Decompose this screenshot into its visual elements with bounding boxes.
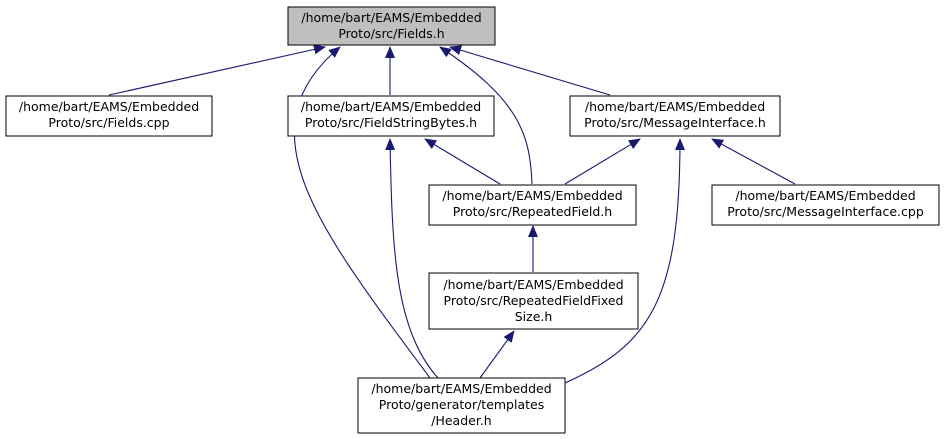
node-label-line: /home/bart/EAMS/Embedded <box>301 99 481 114</box>
edge-repeatedfield-to-messageinterface-h <box>564 138 641 185</box>
node-label-line: /home/bart/EAMS/Embedded <box>19 99 199 114</box>
node-label-line: Size.h <box>515 309 553 324</box>
node-label-line: Proto/src/Fields.cpp <box>48 115 169 130</box>
node-fields-cpp[interactable]: /home/bart/EAMS/Embedded Proto/src/Field… <box>5 95 213 137</box>
node-label-line: Proto/src/RepeatedField.h <box>453 204 612 219</box>
node-label-line: Proto/src/FieldStringBytes.h <box>305 115 477 130</box>
edge-header-h-to-messageinterface-h <box>564 138 685 384</box>
node-fieldstringbytes-h[interactable]: /home/bart/EAMS/Embedded Proto/src/Field… <box>287 95 495 137</box>
node-fields-h[interactable]: /home/bart/EAMS/Embedded Proto/src/Field… <box>287 6 496 46</box>
node-label-line: Proto/src/Fields.h <box>338 26 444 41</box>
edge-header-h-to-repeatedfieldfixed <box>479 330 515 379</box>
node-messageinterface-cpp[interactable]: /home/bart/EAMS/Embedded Proto/src/Messa… <box>711 184 940 226</box>
node-label-line: Proto/src/RepeatedFieldFixed <box>444 293 624 308</box>
node-label-line: Proto/generator/templates <box>379 397 544 412</box>
node-label-line: /home/bart/EAMS/Embedded <box>301 10 481 25</box>
edge-fields-cpp-to-fields-h <box>108 44 326 96</box>
node-label-line: /home/bart/EAMS/Embedded <box>585 99 765 114</box>
node-label-line: /home/bart/EAMS/Embedded <box>735 188 915 203</box>
node-repeatedfieldfixedsize-h[interactable]: /home/bart/EAMS/Embedded Proto/src/Repea… <box>428 272 639 330</box>
edge-repeatedfield-to-fieldstringbytes <box>424 138 501 185</box>
node-messageinterface-h[interactable]: /home/bart/EAMS/Embedded Proto/src/Messa… <box>569 95 781 137</box>
edge-repeatedfield-to-fields-h <box>439 46 533 185</box>
node-label-line: /home/bart/EAMS/Embedded <box>371 381 551 396</box>
edges <box>108 44 796 384</box>
edge-messageinterface-cpp-to-messageinterface-h <box>711 138 796 185</box>
node-label-line: /Header.h <box>431 413 491 428</box>
node-repeatedfield-h[interactable]: /home/bart/EAMS/Embedded Proto/src/Repea… <box>428 184 637 226</box>
edge-header-h-to-fieldstringbytes <box>385 138 439 379</box>
node-label-line: /home/bart/EAMS/Embedded <box>442 188 622 203</box>
node-label-line: /home/bart/EAMS/Embedded <box>443 277 623 292</box>
nodes: /home/bart/EAMS/Embedded Proto/src/Field… <box>5 6 940 434</box>
edge-messageinterface-h-to-fields-h <box>449 45 611 96</box>
node-label-line: Proto/src/MessageInterface.cpp <box>727 204 924 219</box>
node-header-h[interactable]: /home/bart/EAMS/Embedded Proto/generator… <box>357 377 566 434</box>
edge-header-h-to-fields-h <box>293 46 431 379</box>
node-label-line: Proto/src/MessageInterface.h <box>584 115 766 130</box>
